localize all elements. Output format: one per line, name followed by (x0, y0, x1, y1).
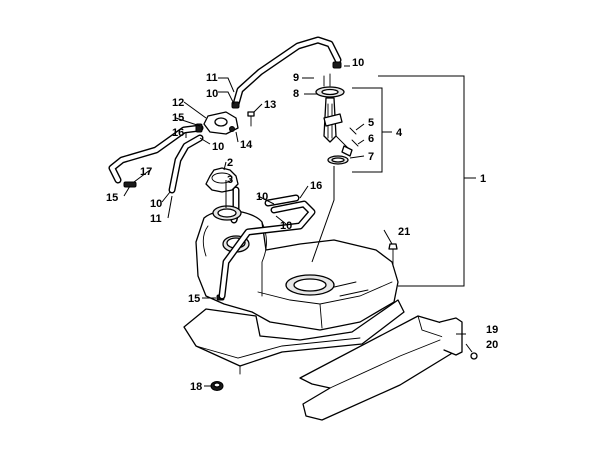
filler-cap (205, 167, 239, 193)
fuel-line-left (108, 124, 204, 194)
line-clamp-left (123, 181, 137, 188)
valve-screw (247, 111, 255, 127)
hose-clamp-top (332, 61, 342, 69)
callout-15-left: 15 (106, 192, 118, 204)
callout-6: 6 (368, 133, 374, 145)
callout-1: 1 (480, 173, 486, 185)
callout-18: 18 (190, 381, 202, 393)
fuel-pump-assembly (315, 73, 353, 157)
callout-4: 4 (396, 127, 403, 139)
callout-10-left: 10 (150, 198, 162, 210)
tank-bolt (388, 243, 398, 267)
callout-10-top: 10 (352, 57, 364, 69)
line-clamp-upper (195, 123, 203, 133)
callout-10-right: 10 (212, 141, 224, 153)
callout-14: 14 (240, 139, 253, 151)
fuel-valve (203, 111, 239, 135)
callout-13: 13 (264, 99, 276, 111)
callout-20: 20 (486, 339, 498, 351)
bracket-1 (378, 75, 465, 287)
callout-15-top: 15 (172, 112, 184, 124)
callout-7: 7 (368, 151, 374, 163)
callout-21: 21 (398, 226, 410, 238)
leader-lines (123, 65, 478, 387)
pump-gasket (327, 155, 349, 165)
callout-16-right: 16 (310, 180, 322, 192)
callout-3: 3 (227, 174, 233, 186)
drain-plug (210, 381, 224, 391)
bracket-4 (352, 87, 383, 173)
callout-15-tank: 15 (188, 293, 200, 305)
callout-11-bottom: 11 (150, 213, 162, 225)
callout-9: 9 (293, 72, 299, 84)
tank-support-tray (183, 299, 405, 375)
callout-10-tank-b: 10 (280, 220, 292, 232)
filler-gasket (212, 205, 242, 221)
callout-19: 19 (486, 324, 498, 336)
callout-16-left: 16 (172, 127, 184, 139)
callout-5: 5 (368, 117, 374, 129)
callout-numbers: 1 2 3 4 5 6 7 8 9 10 10 10 10 10 10 11 1… (106, 57, 498, 393)
callout-8: 8 (293, 88, 299, 100)
pump-wire (349, 127, 357, 135)
skid-plate (299, 315, 463, 421)
vent-hose-upper (232, 36, 342, 108)
pump-screw (351, 139, 359, 147)
pump-alignment-line (311, 166, 335, 263)
callout-10-valve: 10 (206, 88, 218, 100)
vent-line-over-tank (218, 186, 316, 300)
callout-10-tank-a: 10 (256, 191, 268, 203)
callout-2: 2 (227, 157, 233, 169)
callout-17: 17 (140, 166, 152, 178)
callout-12: 12 (172, 97, 184, 109)
callout-11-top: 11 (206, 72, 218, 84)
